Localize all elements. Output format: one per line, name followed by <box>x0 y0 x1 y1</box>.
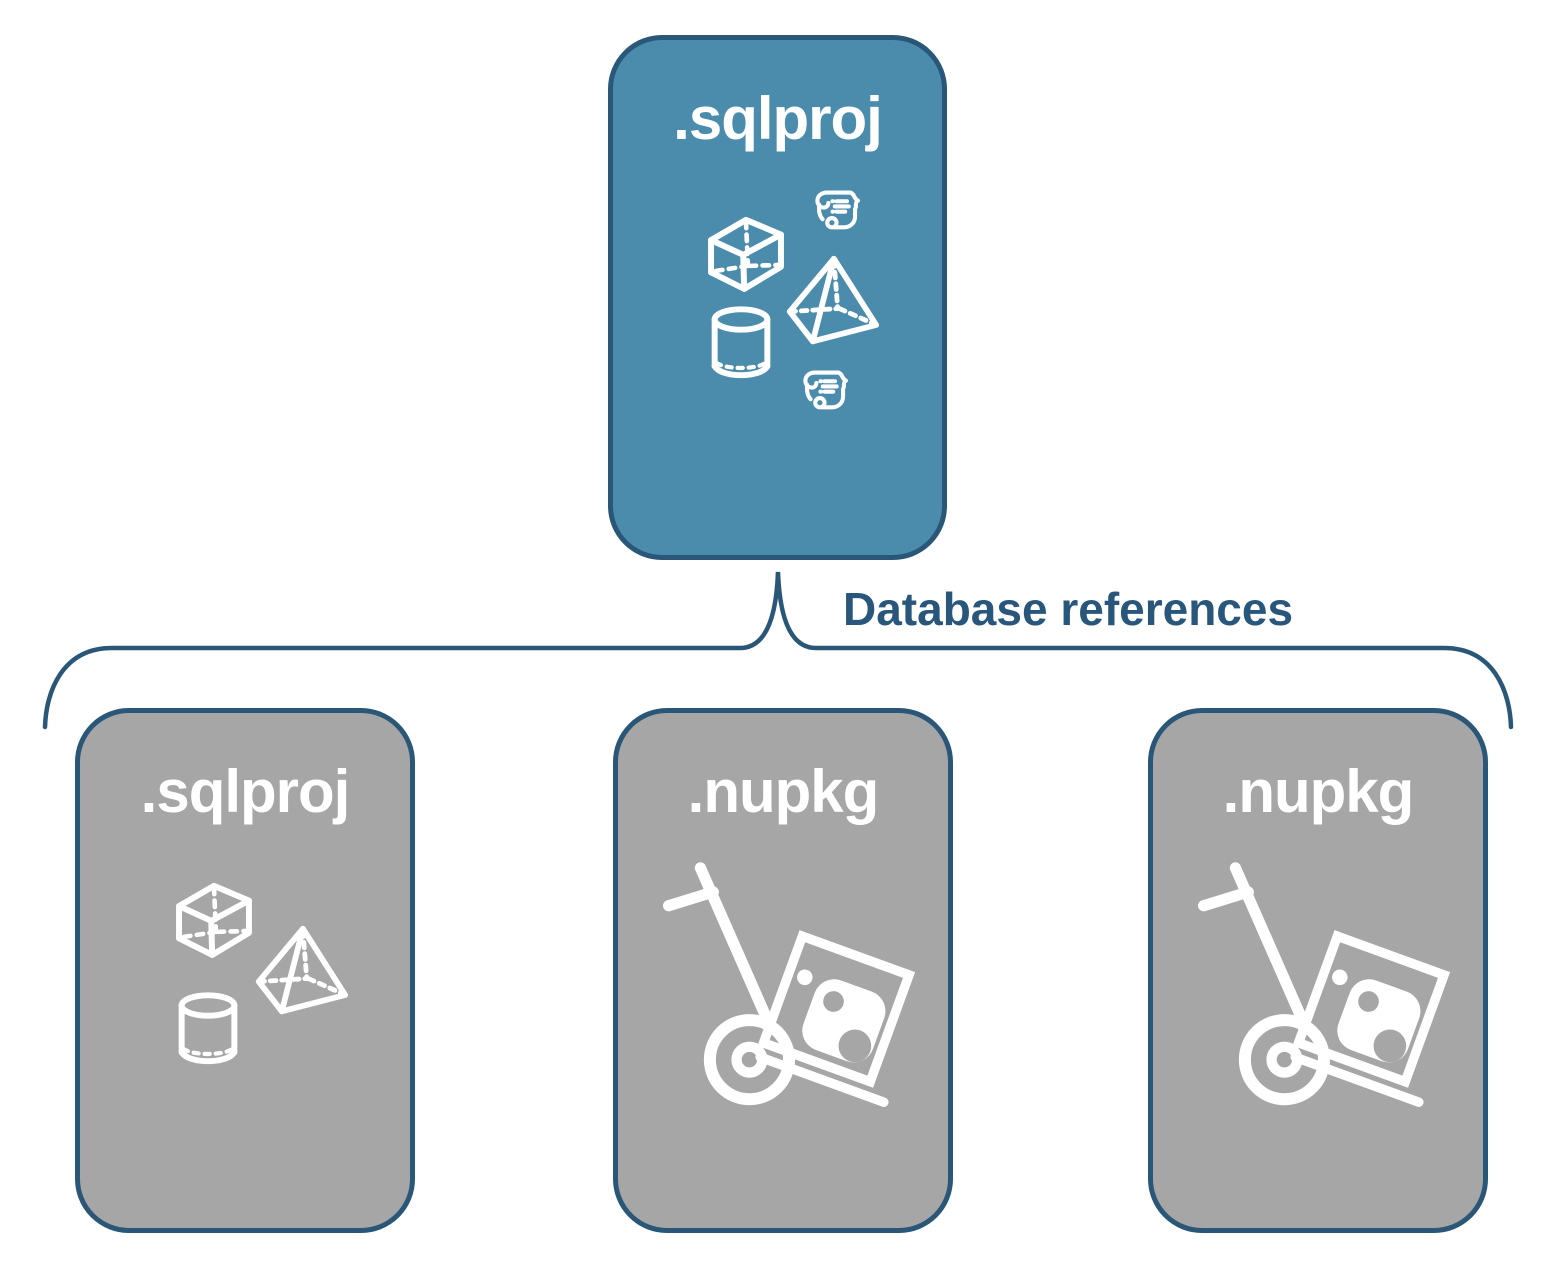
package-dolly-icon <box>1198 862 1451 1107</box>
package-dolly-icon <box>663 862 916 1107</box>
script-scroll-icon <box>815 190 861 230</box>
card-title: .sqlproj <box>673 85 883 152</box>
pyramid-icon <box>786 255 880 345</box>
sqlproj-root-card: .sqlproj <box>608 35 947 560</box>
card-title: .nupkg <box>1222 758 1415 825</box>
nupkg-reference-card-2: .nupkg <box>1148 708 1488 1233</box>
nupkg-reference-card-1: .nupkg <box>613 708 953 1233</box>
connector-label: Database references <box>843 583 1294 635</box>
sqlproj-reference-card: .sqlproj <box>75 708 415 1233</box>
card-title: .sqlproj <box>140 758 351 825</box>
cylinder-icon <box>178 992 238 1065</box>
cylinder-icon <box>711 306 771 379</box>
cube-icon <box>708 216 784 292</box>
cube-icon <box>176 882 252 958</box>
pyramid-icon <box>255 925 349 1015</box>
card-title: .nupkg <box>687 758 880 825</box>
script-scroll-icon <box>803 370 849 410</box>
